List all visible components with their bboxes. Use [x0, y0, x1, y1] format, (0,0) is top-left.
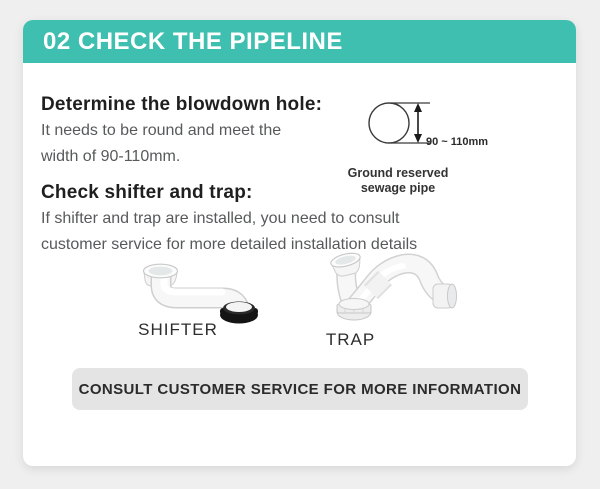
diagram-caption-line1: Ground reserved [347, 166, 449, 180]
shifter-trap-body: If shifter and trap are installed, you n… [41, 206, 417, 258]
shifter-trap-heading: Check shifter and trap: [41, 182, 253, 203]
step-title: 02 CHECK THE PIPELINE [43, 27, 343, 55]
step-card: 02 CHECK THE PIPELINE Determine the blow… [23, 20, 576, 466]
step-header: 02 CHECK THE PIPELINE [23, 20, 576, 63]
shifter-trap-body-line2: customer service for more detailed insta… [41, 236, 418, 253]
shifter-pipe-image [128, 258, 268, 328]
blowdown-hole-body-line2: width of 90-110mm. [41, 148, 181, 165]
shifter-pipe-icon [142, 263, 258, 324]
blowdown-hole-heading: Determine the blowdown hole: [41, 94, 323, 115]
trap-label: TRAP [325, 330, 376, 349]
sewage-pipe-hole-icon [368, 102, 430, 144]
shifter-trap-body-line1: If shifter and trap are installed, you n… [41, 210, 400, 227]
dimension-label: 90 ~ 110mm [426, 136, 489, 148]
consult-customer-service-button[interactable]: CONSULT CUSTOMER SERVICE FOR MORE INFORM… [72, 368, 528, 410]
hole-dimension-diagram: 90 ~ 110mm Ground reserved sewage pipe [338, 98, 508, 198]
blowdown-hole-body-line1: It needs to be round and meet the [41, 122, 282, 139]
diagram-caption: Ground reserved sewage pipe [338, 166, 458, 196]
blowdown-hole-body: It needs to be round and meet the width … [41, 118, 281, 170]
shifter-label: SHIFTER [138, 320, 218, 339]
trap-pipe-icon [330, 252, 457, 321]
trap-pipe-image [313, 248, 463, 332]
diagram-caption-line2: sewage pipe [360, 181, 436, 195]
